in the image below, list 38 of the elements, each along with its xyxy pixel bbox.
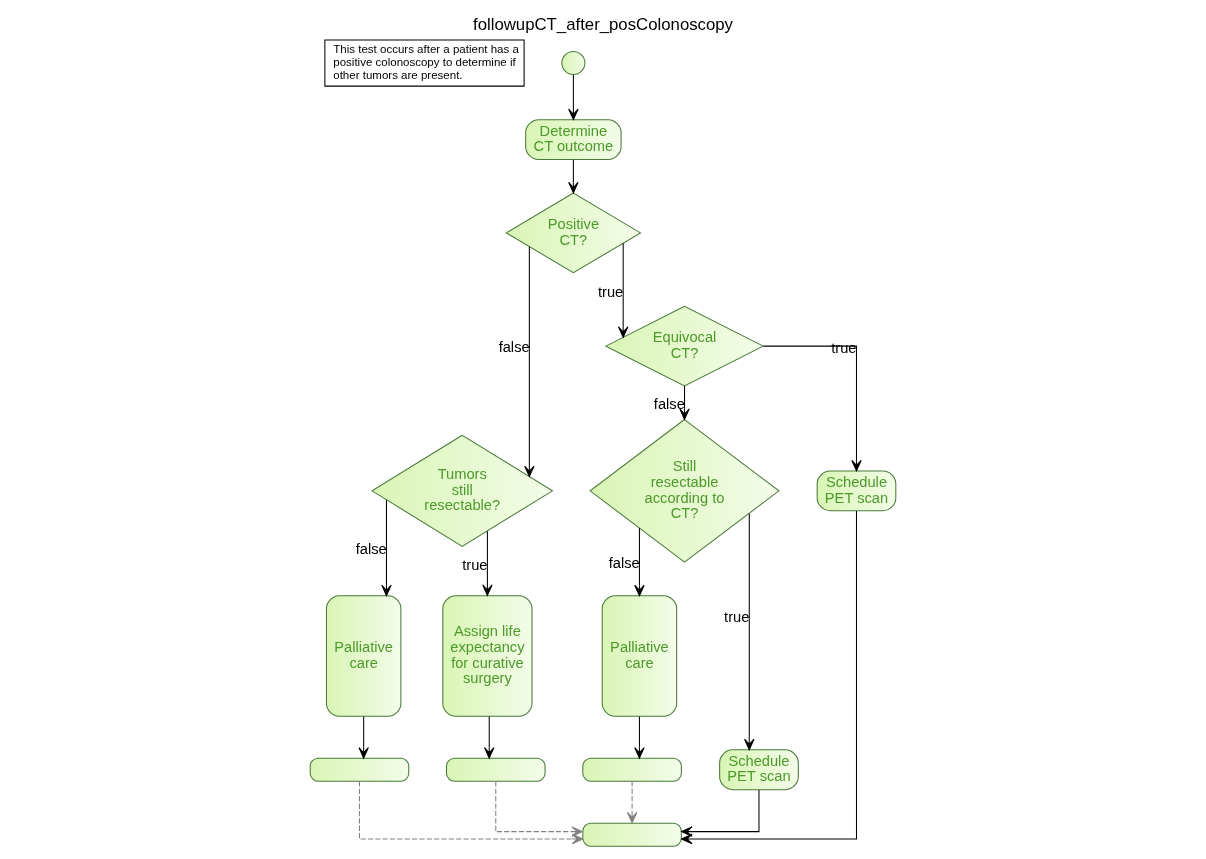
edge-label: false — [498, 339, 530, 356]
edge-label: true — [724, 609, 750, 626]
arrow — [358, 780, 584, 845]
node-box: Schedule PET scan — [816, 470, 897, 512]
node-box: Assign life expectancy for curative surgery — [442, 595, 533, 717]
node-box — [445, 757, 546, 782]
node-diamond: Equivocal CT? — [604, 305, 765, 387]
arrow — [482, 530, 493, 596]
arrow — [568, 159, 579, 194]
arrow — [358, 716, 369, 759]
arrow — [634, 716, 645, 759]
node-box — [309, 757, 410, 782]
arrow — [762, 345, 862, 472]
arrow — [744, 513, 755, 751]
node-box: This test occurs after a patient has a positive colonoscopy to determine if other tumors are present. — [324, 39, 525, 87]
arrow — [679, 385, 690, 420]
edge-label: false — [653, 396, 685, 413]
node-diamond: Positive CT? — [505, 192, 642, 274]
arrow — [484, 716, 495, 759]
arrow — [495, 780, 584, 837]
node-box: Determine CT outcome — [525, 119, 622, 161]
arrow — [634, 527, 645, 597]
node-circle — [561, 50, 586, 76]
node-box — [582, 757, 682, 782]
edge-label: true — [462, 556, 488, 573]
node-box: Schedule PET scan — [719, 749, 799, 791]
node-box: Palliative care — [601, 595, 678, 717]
diagram-title: followupCT_after_posColonoscopy — [472, 15, 734, 35]
arrow — [568, 74, 579, 120]
arrow — [681, 789, 760, 837]
node-box — [582, 822, 682, 847]
arrow — [681, 510, 857, 845]
arrow — [381, 499, 392, 597]
arrow — [617, 242, 629, 338]
arrow — [626, 780, 638, 824]
arrow — [524, 246, 535, 478]
node-box: Palliative care — [325, 595, 402, 717]
edge-label: true — [597, 283, 624, 300]
